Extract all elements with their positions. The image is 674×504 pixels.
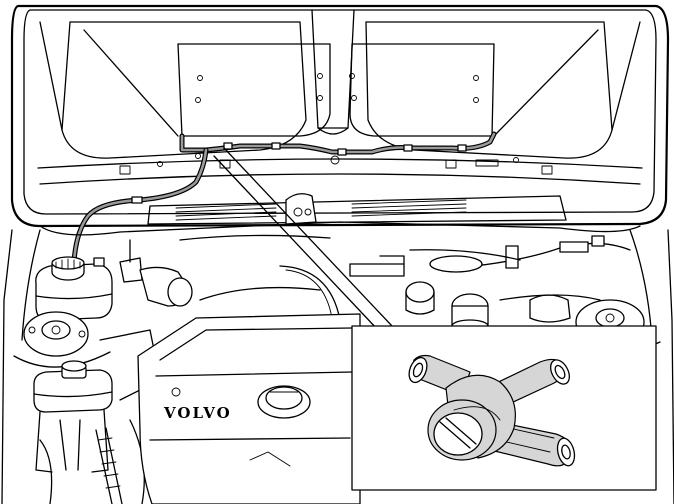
- detail-inset: [351, 325, 657, 491]
- washer-fluid-reservoir: [35, 256, 113, 321]
- oil-filler-cap: [257, 385, 311, 419]
- right-bay-components: [405, 255, 571, 333]
- brake-fluid-reservoir: [33, 360, 113, 473]
- t-connector-icon: [408, 354, 576, 467]
- engine-bay: [1, 229, 674, 504]
- callout-leader: [213, 155, 379, 331]
- engine-cover-brand: VOLVO: [163, 404, 232, 422]
- hood: [10, 4, 670, 228]
- washer-hose: [71, 131, 497, 265]
- cowl-panel: [39, 193, 641, 269]
- throttle-body: [119, 239, 193, 307]
- engine-cover: VOLVO: [137, 313, 361, 504]
- strut-tower-left: [13, 311, 111, 368]
